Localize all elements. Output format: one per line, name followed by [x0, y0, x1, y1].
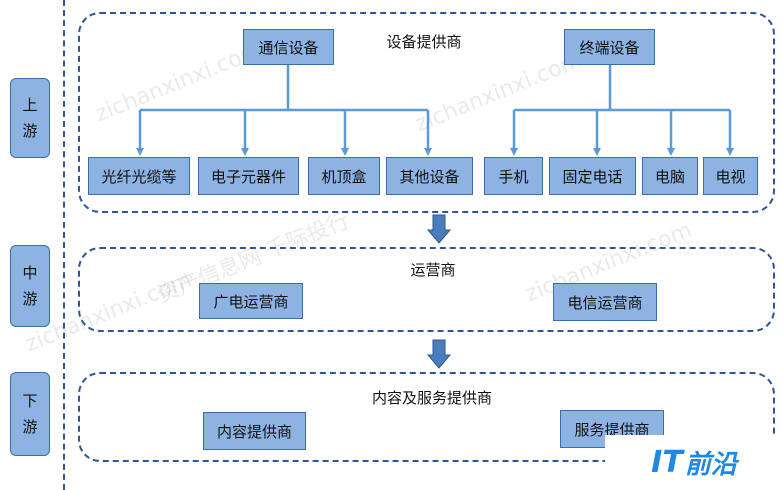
terminal-child-box: 电脑: [642, 157, 698, 195]
upstream-group: [78, 12, 775, 213]
comm-child-box: 其他设备: [386, 157, 473, 195]
comm-child-box: 光纤光缆等: [88, 157, 190, 195]
downstream-group: [78, 372, 775, 462]
stage-separator-line: [63, 0, 65, 490]
terminal-child-box: 电视: [703, 157, 758, 195]
comm-equipment-box: 通信设备: [243, 29, 334, 65]
upstream-group-title: 设备提供商: [386, 33, 462, 51]
stage-label-char: 上: [22, 96, 38, 114]
stage-label-char: 游: [22, 122, 38, 140]
operator-box: 广电运营商: [199, 283, 303, 319]
stage-label-char: 游: [22, 418, 38, 436]
logo-it-text: IT: [651, 445, 683, 480]
provider-box: 内容提供商: [203, 412, 306, 450]
stage-label-char: 中: [22, 264, 38, 282]
operator-box: 电信运营商: [553, 283, 657, 321]
terminal-child-box: 固定电话: [549, 157, 636, 195]
comm-child-box: 机顶盒: [308, 157, 380, 195]
terminal-child-box: 手机: [484, 157, 543, 195]
stage-label-upstream: 上 游: [10, 78, 50, 158]
midstream-group: [78, 247, 775, 332]
it-qianyan-logo: IT 前沿: [605, 435, 783, 490]
terminal-equipment-box: 终端设备: [564, 29, 655, 65]
comm-child-box: 电子元器件: [198, 157, 299, 195]
stage-label-char: 游: [22, 290, 38, 308]
midstream-group-title: 运营商: [410, 261, 456, 279]
logo-cn-text: 前沿: [684, 450, 737, 480]
stage-label-downstream: 下 游: [10, 372, 50, 456]
stage-label-char: 下: [22, 392, 38, 410]
downstream-group-title: 内容及服务提供商: [371, 389, 493, 407]
stage-label-midstream: 中 游: [10, 245, 50, 327]
